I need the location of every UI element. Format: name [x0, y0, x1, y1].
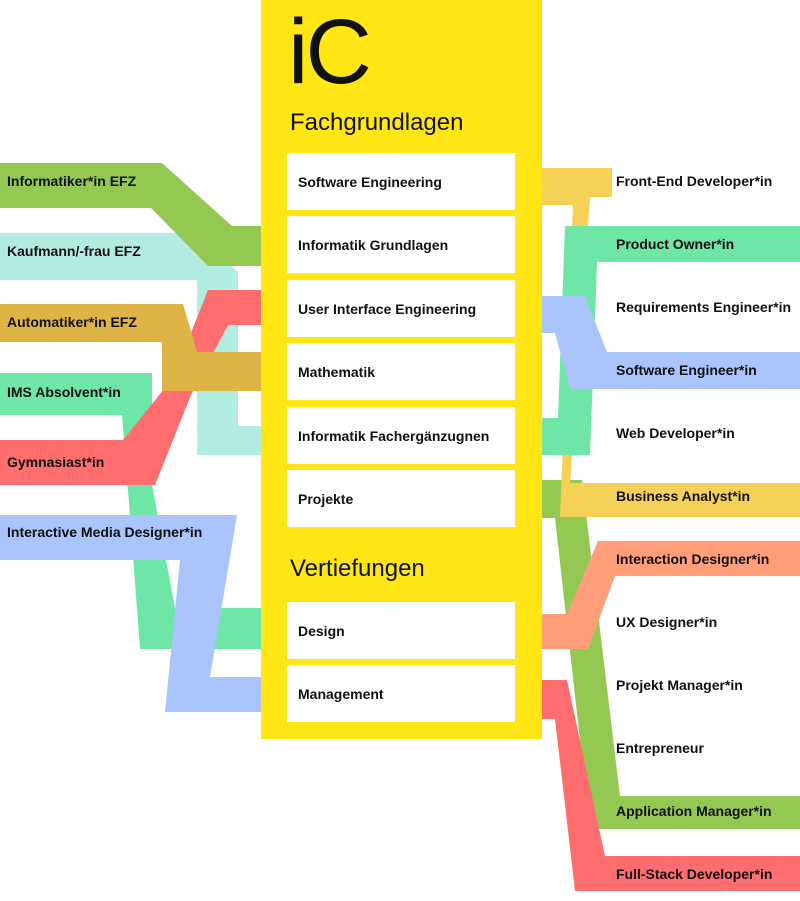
source-gymnasiast: Gymnasiast*in — [7, 454, 105, 470]
career-product-owner: Product Owner*in — [616, 236, 735, 252]
module-software-engineering: Software Engineering — [287, 153, 515, 210]
module-management: Management — [287, 665, 515, 722]
flow-ochre-automatiker — [0, 304, 261, 391]
career-ux-designer: UX Designer*in — [616, 614, 718, 630]
source-informatiker: Informatiker*in EFZ — [7, 173, 137, 189]
section-heading-fachgrundlagen: Fachgrundlagen — [290, 109, 464, 136]
career-requirements-engineer: Requirements Engineer*in — [616, 299, 792, 315]
source-ims-absolvent: IMS Absolvent*in — [7, 384, 121, 400]
career-web-developer: Web Developer*in — [616, 425, 735, 441]
module-informatik-fachergaenzungen: Informatik Fachergänzugnen — [287, 407, 515, 464]
career-entrepreneur: Entrepreneur — [616, 740, 704, 756]
module-informatik-grundlagen: Informatik Grundlagen — [287, 216, 515, 273]
flow-blue-softwareengineer — [542, 296, 800, 389]
flow-red-gymnasiast — [0, 290, 261, 485]
flow-yellow-frontend — [542, 168, 800, 517]
source-automatiker: Automatiker*in EFZ — [7, 314, 137, 330]
module-mathematik: Mathematik — [287, 343, 515, 400]
section-heading-vertiefungen: Vertiefungen — [290, 555, 425, 582]
career-front-end-developer: Front-End Developer*in — [616, 173, 773, 189]
career-software-engineer: Software Engineer*in — [616, 362, 757, 378]
flow-green-informatiker — [0, 163, 261, 266]
career-application-manager: Application Manager*in — [616, 803, 772, 819]
source-interactive-media-designer: Interactive Media Designer*in — [7, 524, 203, 540]
module-design: Design — [287, 602, 515, 659]
career-interaction-designer: Interaction Designer*in — [616, 551, 770, 567]
ic-logo: iC — [288, 1, 372, 103]
module-user-interface-engineering: User Interface Engineering — [287, 280, 515, 337]
flow-red-fullstack — [542, 680, 800, 891]
career-full-stack-developer: Full-Stack Developer*in — [616, 866, 773, 882]
flow-emerald-ims — [0, 373, 261, 649]
flow-salmon-interaction — [542, 541, 800, 649]
career-business-analyst: Business Analyst*in — [616, 488, 751, 504]
flow-green-application — [542, 480, 800, 829]
source-kaufmann: Kaufmann/-frau EFZ — [7, 243, 141, 259]
module-projekte: Projekte — [287, 470, 515, 527]
career-projekt-manager: Projekt Manager*in — [616, 677, 743, 693]
flow-blue-imd — [0, 515, 261, 712]
